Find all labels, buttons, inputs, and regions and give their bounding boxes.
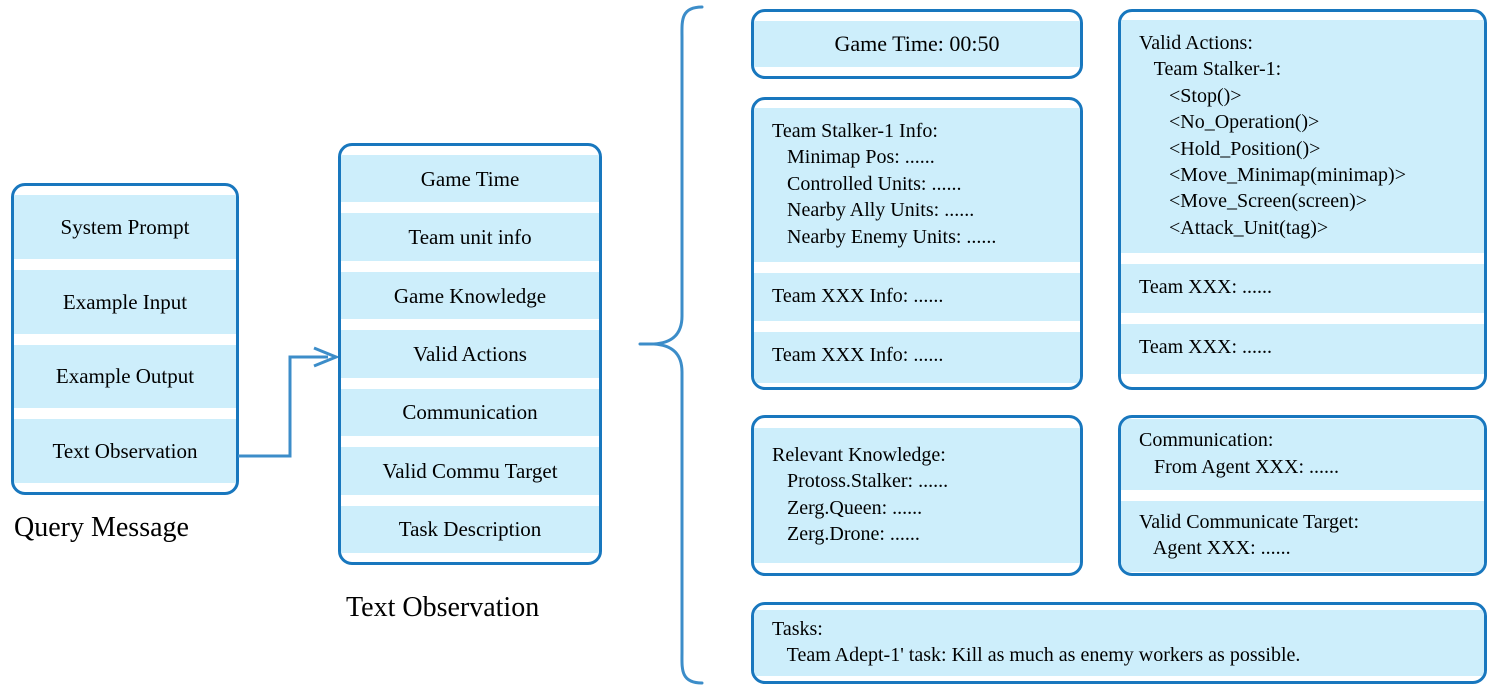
relevant-knowledge-line: Relevant Knowledge: — [772, 443, 946, 466]
curly-brace — [638, 5, 704, 685]
query-message-caption: Query Message — [14, 512, 189, 543]
row-divider — [1121, 253, 1484, 265]
team-info-line: Team XXX Info: ...... — [772, 284, 944, 307]
team-info-block-stalker: Team Stalker-1 Info: Minimap Pos: ......… — [754, 108, 1080, 262]
valid-actions-line: Valid Actions: — [1139, 32, 1253, 54]
row-divider — [341, 319, 599, 331]
valid-actions-block-xxx-2: Team XXX: ...... — [1121, 323, 1484, 374]
row-divider — [754, 321, 1080, 333]
row-divider — [341, 260, 599, 272]
row-divider — [341, 494, 599, 506]
valid-actions-block-stalker: Valid Actions: Team Stalker-1: <Stop()> … — [1121, 20, 1484, 254]
panel-valid-actions: Valid Actions: Team Stalker-1: <Stop()> … — [1118, 9, 1487, 390]
team-info-line: Nearby Enemy Units: ...... — [772, 225, 997, 248]
valid-actions-line: <Move_Screen(screen)> — [1139, 190, 1368, 213]
row-divider — [341, 377, 599, 389]
team-info-line: Minimap Pos: ...... — [772, 146, 935, 169]
row-divider — [14, 408, 236, 420]
panel-relevant-knowledge: Relevant Knowledge: Protoss.Stalker: ...… — [751, 415, 1083, 576]
communication-line: From Agent XXX: ...... — [1139, 455, 1339, 478]
game-time-block: Game Time: 00:50 — [754, 21, 1080, 67]
valid-actions-line: Team XXX: ...... — [1139, 335, 1273, 358]
text-observation-card: Game Time Team unit info Game Knowledge … — [338, 143, 602, 565]
obs-row-communication: Communication — [341, 388, 599, 437]
obs-row-team-unit-info: Team unit info — [341, 213, 599, 261]
team-info-line: Nearby Ally Units: ...... — [772, 199, 975, 222]
obs-row-game-time: Game Time — [341, 155, 599, 203]
panel-communication: Communication: From Agent XXX: ...... Va… — [1118, 415, 1487, 576]
team-info-line: Team Stalker-1 Info: — [772, 120, 938, 142]
row-divider — [1121, 312, 1484, 324]
valid-communicate-target-block: Valid Communicate Target: Agent XXX: ...… — [1121, 501, 1484, 572]
valid-actions-line: <Move_Minimap(minimap)> — [1139, 163, 1406, 186]
valid-actions-block-xxx-1: Team XXX: ...... — [1121, 264, 1484, 313]
valid-communicate-target-line: Agent XXX: ...... — [1139, 537, 1291, 560]
query-row-text-observation: Text Observation — [14, 419, 236, 483]
query-row-example-input: Example Input — [14, 269, 236, 334]
row-divider — [754, 261, 1080, 273]
panel-game-time: Game Time: 00:50 — [751, 9, 1083, 79]
panel-tasks: Tasks: Team Adept-1' task: Kill as much … — [751, 602, 1487, 684]
tasks-line: Tasks: — [772, 617, 823, 640]
valid-actions-line: <Stop()> — [1139, 84, 1242, 107]
team-info-line: Controlled Units: ...... — [772, 172, 962, 195]
team-info-line: Team XXX Info: ...... — [772, 344, 944, 367]
valid-actions-line: Team Stalker-1: — [1139, 58, 1282, 81]
query-message-card: System Prompt Example Input Example Outp… — [11, 183, 239, 495]
panel-team-info: Team Stalker-1 Info: Minimap Pos: ......… — [751, 97, 1083, 390]
relevant-knowledge-line: Protoss.Stalker: ...... — [772, 470, 949, 493]
tasks-line: Team Adept-1' task: Kill as much as enem… — [772, 644, 1301, 666]
text-observation-caption: Text Observation — [346, 592, 540, 623]
row-divider — [341, 202, 599, 214]
relevant-knowledge-block: Relevant Knowledge: Protoss.Stalker: ...… — [754, 427, 1080, 564]
row-divider — [341, 436, 599, 448]
valid-actions-line: Team XXX: ...... — [1139, 276, 1273, 299]
row-divider — [14, 333, 236, 345]
obs-row-game-knowledge: Game Knowledge — [341, 271, 599, 320]
communication-line: Communication: — [1139, 429, 1274, 452]
communication-block: Communication: From Agent XXX: ...... — [1121, 419, 1484, 490]
game-time-value: Game Time: 00:50 — [834, 31, 1000, 57]
relevant-knowledge-line: Zerg.Drone: ...... — [772, 522, 920, 545]
valid-actions-line: <Attack_Unit(tag)> — [1139, 216, 1329, 239]
relevant-knowledge-line: Zerg.Queen: ...... — [772, 496, 923, 519]
row-divider — [1121, 490, 1484, 501]
valid-communicate-target-line: Valid Communicate Target: — [1139, 511, 1360, 533]
tasks-block: Tasks: Team Adept-1' task: Kill as much … — [754, 609, 1484, 677]
row-divider — [14, 258, 236, 270]
valid-actions-line: <No_Operation()> — [1139, 111, 1320, 134]
valid-actions-line: <Hold_Position()> — [1139, 137, 1321, 160]
obs-row-task-description: Task Description — [341, 505, 599, 553]
query-row-example-output: Example Output — [14, 344, 236, 409]
query-row-system-prompt: System Prompt — [14, 195, 236, 259]
obs-row-valid-actions: Valid Actions — [341, 330, 599, 378]
obs-row-valid-commu-target: Valid Commu Target — [341, 447, 599, 495]
team-info-block-xxx-2: Team XXX Info: ...... — [754, 332, 1080, 383]
team-info-block-xxx-1: Team XXX Info: ...... — [754, 272, 1080, 322]
connector-arrow — [238, 346, 340, 458]
